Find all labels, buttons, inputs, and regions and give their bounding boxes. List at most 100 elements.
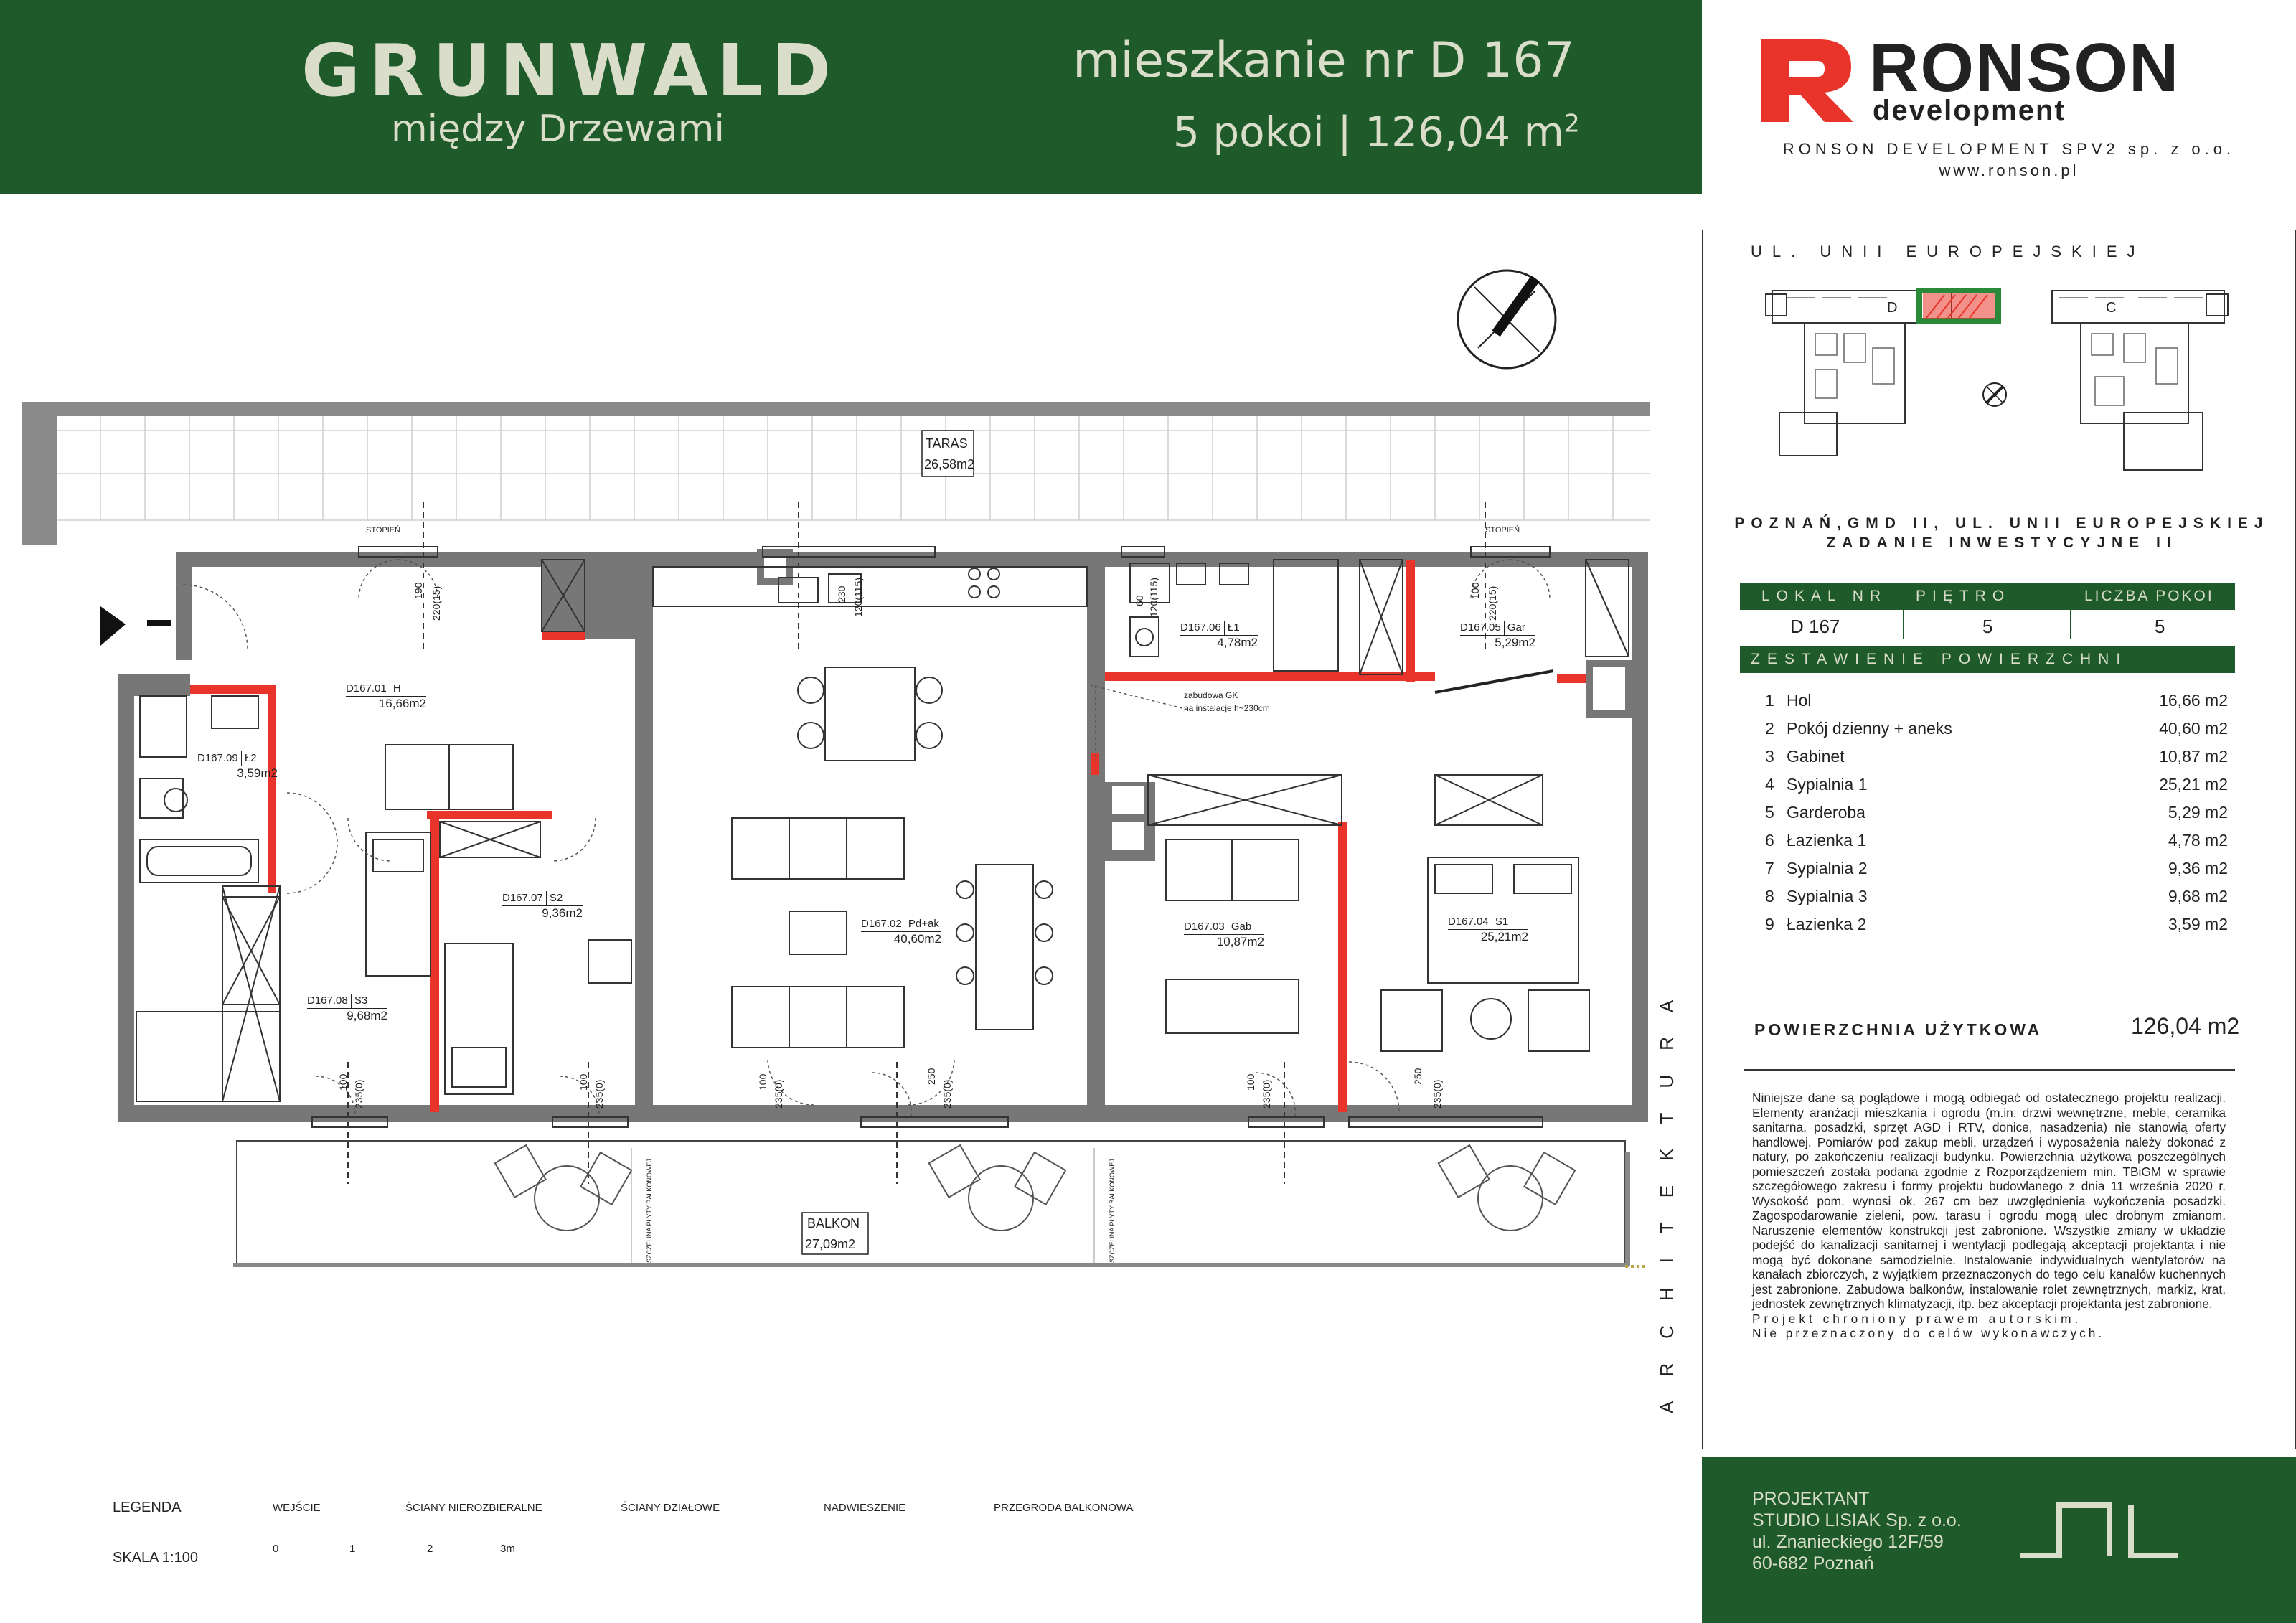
scale-label: SKALA 1:100	[113, 1550, 198, 1566]
logo-name: RONSON	[1869, 29, 2180, 106]
dimension-label: 100	[337, 1073, 349, 1091]
north-arrow-icon	[1457, 269, 1557, 370]
divider	[2070, 583, 2071, 639]
summary-header: ZESTAWIENIE POWIERZCHNI	[1751, 651, 2128, 667]
dimension-label: 250	[1412, 1068, 1424, 1085]
not-for-construction-note: Nie przeznaczony do celów wykonawczych.	[1752, 1326, 2105, 1340]
pokoi-value: 5	[2155, 616, 2165, 637]
studio-lisiak-logo-icon	[2020, 1502, 2178, 1558]
lokal-value: D 167	[1790, 616, 1840, 637]
table-header-bar	[1740, 583, 2235, 610]
apartment-rooms-area: 5 pokoi | 126,04 m	[1173, 108, 1565, 156]
brand-subtitle: między Drzewami	[391, 108, 725, 151]
balcony-area: 27,09m2	[805, 1237, 856, 1251]
terrace-area: 26,58m2	[924, 457, 975, 471]
keyplan-label-c: C	[2106, 300, 2116, 316]
usable-area-value: 126,04 m2	[2131, 1013, 2240, 1039]
divider	[1903, 583, 1904, 639]
dimension-label: 100	[757, 1073, 768, 1091]
slab-gap-label: SZCZELINA PŁYTY BALKONOWEJ	[1109, 1159, 1116, 1263]
dimension-label: 220(15)	[430, 585, 442, 621]
legend-walls: ŚCIANY NIEROZBIERALNE	[405, 1502, 542, 1514]
slab-gap-label: SZCZELINA PŁYTY BALKONOWEJ	[646, 1159, 653, 1263]
dimension-label: 120(115)	[1148, 577, 1159, 617]
street-label: UL. UNII EUROPEJSKIEJ	[1751, 243, 2145, 260]
divider	[2295, 230, 2296, 1449]
header-banner	[0, 0, 1702, 194]
header-pokoi: LICZBA POKOI	[2084, 588, 2214, 604]
divider	[1744, 1069, 2235, 1071]
entry-arrow-icon	[100, 606, 126, 646]
architecture-label: ARCHITEKTURA	[1656, 975, 1678, 1413]
dimension-label: 235(0)	[353, 1079, 364, 1109]
legend-entry: WEJŚCIE	[273, 1502, 321, 1514]
dimension-label: 100	[1245, 1073, 1256, 1091]
website-link[interactable]: www.ronson.pl	[1939, 161, 2079, 179]
designer-box	[1702, 1457, 2296, 1623]
usable-area-label: POWIERZCHNIA UŻYTKOWA	[1754, 1020, 2043, 1039]
divider	[1702, 230, 1703, 1449]
dimension-label: 60	[1134, 595, 1145, 606]
designer-street: ul. Znanieckiego 12F/59	[1752, 1532, 1944, 1552]
legend-partitions: ŚCIANY DZIAŁOWE	[621, 1502, 720, 1514]
scale-tick: 1	[349, 1543, 356, 1555]
designer-city: 60-682 Poznań	[1752, 1553, 1874, 1573]
header-lokal: LOKAL NR	[1761, 588, 1888, 604]
summary-header-bar	[1740, 646, 2235, 673]
dimension-label: 100	[578, 1073, 589, 1091]
scale-tick: 0	[273, 1543, 279, 1555]
dimension-label: 235(0)	[1261, 1079, 1272, 1109]
designer-label: PROJEKTANT	[1752, 1489, 1870, 1509]
step-label: STOPIEŃ	[1485, 526, 1520, 535]
legend-balcony-divider: PRZEGRODA BALKONOWA	[994, 1502, 1134, 1514]
dimension-label: 120(115)	[852, 577, 864, 617]
disclaimer-text: Niniejsze dane są poglądowe i mogą odbie…	[1752, 1091, 2226, 1311]
dimension-label: 235(0)	[941, 1079, 953, 1109]
dimension-label: 250	[926, 1068, 937, 1085]
dimension-label: 100	[1469, 582, 1481, 599]
dimension-label: 230	[836, 585, 847, 603]
brand-title: GRUNWALD	[301, 29, 839, 113]
dimension-label: 235(0)	[593, 1079, 605, 1109]
pietro-value: 5	[1982, 616, 1993, 637]
keyplan-label-d: D	[1887, 300, 1897, 316]
dimension-label: 190	[413, 582, 424, 599]
scale-tick: 2	[427, 1543, 433, 1555]
step-label: STOPIEŃ	[366, 526, 401, 535]
drywall-note: zabudowa GK	[1184, 690, 1238, 700]
superscript: 2	[1564, 109, 1580, 138]
drywall-note-height: na instalacje h~230cm	[1184, 703, 1270, 713]
header-pietro: PIĘTRO	[1916, 588, 2011, 604]
designer-name: STUDIO LISIAK Sp. z o.o.	[1752, 1510, 1962, 1530]
legend-overhang: NADWIESZENIE	[824, 1502, 906, 1514]
logo-subtitle: development	[1873, 95, 2066, 126]
balcony-name: BALKON	[807, 1216, 860, 1231]
dimension-label: 220(15)	[1487, 585, 1498, 621]
ronson-logo-icon	[1761, 39, 1853, 122]
floor-plan	[22, 269, 1650, 1268]
copyright-note: Projekt chroniony prawem autorskim.	[1752, 1311, 2082, 1326]
terrace-name: TARAS	[926, 436, 968, 451]
dimension-label: 235(0)	[773, 1079, 784, 1109]
keyplan-diagram: D C	[1765, 288, 2229, 471]
scale-tick: 3m	[500, 1543, 515, 1555]
apartment-summary: 5 pokoi | 126,04 m2	[1173, 108, 1580, 156]
